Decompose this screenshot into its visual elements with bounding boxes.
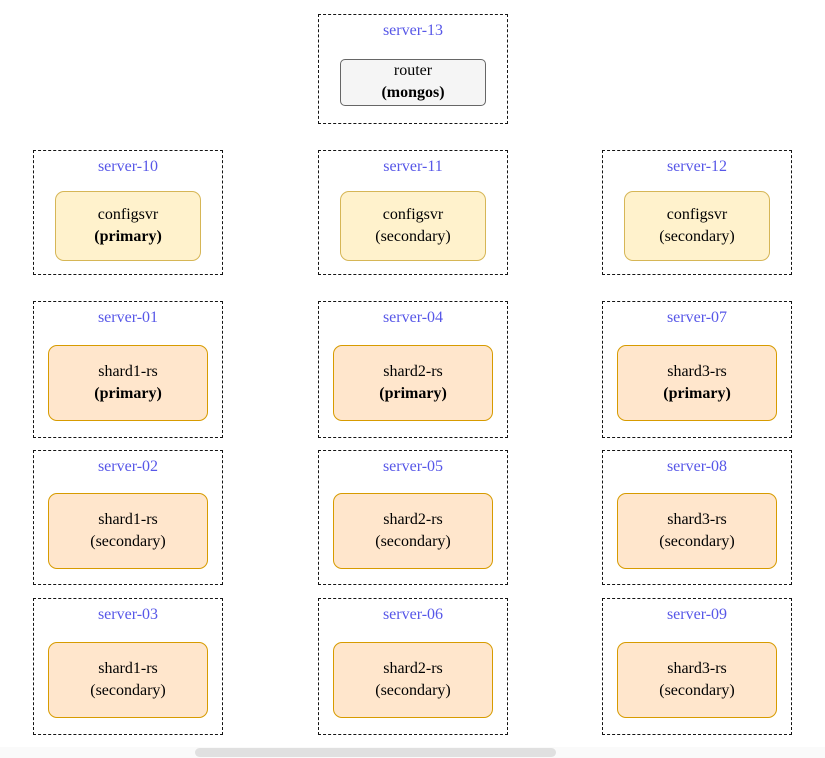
server-label: server-13 <box>382 22 444 39</box>
server-group-09: server-09 shard3-rs (secondary) <box>602 598 792 735</box>
shard-node: shard2-rs (secondary) <box>333 641 493 718</box>
service-role: (secondary) <box>659 227 735 245</box>
server-label: server-05 <box>382 458 444 475</box>
configsvr-node: configsvr (primary) <box>55 190 201 261</box>
service-role: (secondary) <box>90 681 166 699</box>
shard-node: shard3-rs (secondary) <box>617 641 777 718</box>
service-role: (secondary) <box>659 681 735 699</box>
shard-node: shard1-rs (secondary) <box>48 641 208 718</box>
shard-node: shard3-rs (primary) <box>617 344 777 421</box>
configsvr-node: configsvr (secondary) <box>624 190 770 261</box>
service-role: (primary) <box>663 384 731 402</box>
server-label: server-11 <box>383 158 443 175</box>
service-name: shard2-rs <box>383 659 443 677</box>
server-group-06: server-06 shard2-rs (secondary) <box>318 598 508 735</box>
service-name: shard3-rs <box>667 362 727 380</box>
server-group-12: server-12 configsvr (secondary) <box>602 150 792 275</box>
server-group-02: server-02 shard1-rs (secondary) <box>33 450 223 585</box>
server-label: server-01 <box>97 309 159 326</box>
service-role: (secondary) <box>375 681 451 699</box>
service-name: router <box>393 62 433 79</box>
server-group-11: server-11 configsvr (secondary) <box>318 150 508 275</box>
service-name: configsvr <box>666 205 728 223</box>
server-label: server-09 <box>666 606 728 623</box>
service-name: shard3-rs <box>667 659 727 677</box>
service-role: (secondary) <box>375 227 451 245</box>
server-label: server-03 <box>97 606 159 623</box>
service-role: (mongos) <box>381 84 445 101</box>
service-name: shard2-rs <box>383 510 443 528</box>
server-group-03: server-03 shard1-rs (secondary) <box>33 598 223 735</box>
service-name: shard3-rs <box>667 510 727 528</box>
service-name: configsvr <box>382 205 444 223</box>
shard-node: shard1-rs (primary) <box>48 344 208 421</box>
shard-node: shard3-rs (secondary) <box>617 492 777 569</box>
server-label: server-07 <box>666 309 728 326</box>
server-group-08: server-08 shard3-rs (secondary) <box>602 450 792 585</box>
shard-node: shard2-rs (primary) <box>333 344 493 421</box>
server-group-01: server-01 shard1-rs (primary) <box>33 301 223 438</box>
service-role: (secondary) <box>659 532 735 550</box>
shard-node: shard2-rs (secondary) <box>333 492 493 569</box>
server-label: server-08 <box>666 458 728 475</box>
server-label: server-10 <box>97 158 159 175</box>
service-name: configsvr <box>97 205 159 223</box>
server-label: server-12 <box>666 158 728 175</box>
service-role: (primary) <box>379 384 447 402</box>
server-label: server-04 <box>382 309 444 326</box>
service-role: (primary) <box>94 384 162 402</box>
service-name: shard1-rs <box>98 362 158 380</box>
router-node: router (mongos) <box>340 58 486 106</box>
server-group-05: server-05 shard2-rs (secondary) <box>318 450 508 585</box>
server-group-04: server-04 shard2-rs (primary) <box>318 301 508 438</box>
server-group-10: server-10 configsvr (primary) <box>33 150 223 275</box>
server-group-07: server-07 shard3-rs (primary) <box>602 301 792 438</box>
service-role: (secondary) <box>375 532 451 550</box>
server-label: server-02 <box>97 458 159 475</box>
server-label: server-06 <box>382 606 444 623</box>
service-name: shard2-rs <box>383 362 443 380</box>
horizontal-scrollbar-thumb[interactable] <box>195 748 556 757</box>
service-role: (secondary) <box>90 532 166 550</box>
server-group-13: server-13 router (mongos) <box>318 14 508 124</box>
shard-node: shard1-rs (secondary) <box>48 492 208 569</box>
service-name: shard1-rs <box>98 659 158 677</box>
configsvr-node: configsvr (secondary) <box>340 190 486 261</box>
service-role: (primary) <box>94 227 162 245</box>
service-name: shard1-rs <box>98 510 158 528</box>
horizontal-scrollbar-track[interactable] <box>0 747 825 758</box>
